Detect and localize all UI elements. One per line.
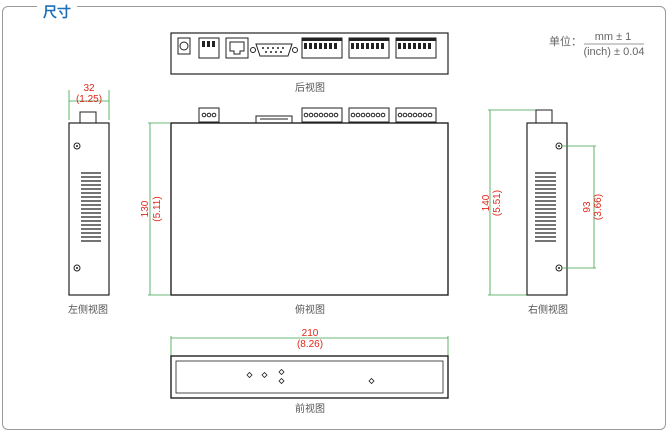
front-view: 210 (8.26) 前视图 [170,328,449,415]
left-side-view: 32 (1.25) 左侧视图 [68,83,110,316]
right-vent-slots [535,172,556,242]
top-view: 130 (5.11) 俯视图 [140,107,449,316]
led-1 [246,371,253,379]
left-view-label: 左侧视图 [68,303,108,316]
left-width-in: (1.25) [76,94,102,105]
top-view-label: 俯视图 [295,303,325,316]
led-2 [261,371,268,379]
rear-view: 后视图 [170,32,449,94]
right-height-in: (5.51) [492,190,503,216]
unit-mm: mm ± 1 [595,31,632,43]
right-side-view: 140 (5.51) 93 (3.66) 右侧视图 [481,109,604,316]
power-jack-hole [179,41,189,51]
right-height-mm: 140 [481,194,492,211]
unit-legend: 单位： mm ± 1 (inch) ± 0.04 [549,31,645,58]
top-terminal-block-3 [395,107,437,123]
right-hole-mm: 93 [582,201,593,213]
rear-view-label: 后视图 [295,81,325,94]
right-side-connector [535,109,553,124]
rear-terminal-block-3 [395,37,437,59]
power-jack [177,37,191,55]
rear-terminal-block-1 [301,37,343,59]
diagram-title: 尺寸 [37,5,77,21]
top-terminal-small [198,107,220,123]
db9-port [255,43,293,57]
front-leds [246,368,375,385]
diagram-frame: 尺寸 [2,5,666,430]
led-4 [278,377,285,385]
right-view-label: 右侧视图 [528,303,568,316]
left-width-mm: 32 [83,83,95,94]
top-view-body [170,122,449,296]
top-terminal-block-1 [301,107,343,123]
left-vent-slots [81,172,101,242]
led-3 [278,368,285,376]
left-side-connector [79,111,97,124]
front-width-mm: 210 [302,328,319,339]
ethernet-port [225,37,249,59]
led-5 [368,377,375,385]
unit-inch: (inch) ± 0.04 [583,46,644,58]
unit-label: 单位： [549,34,582,48]
top-height-in: (5.11) [152,196,163,221]
rear-terminal-block-2 [348,37,390,59]
top-height-mm: 130 [140,200,151,217]
front-panel [175,360,444,394]
front-view-label: 前视图 [295,402,325,415]
right-hole-in: (3.66) [593,194,604,220]
ethernet-port-socket [229,41,245,55]
front-width-in: (8.26) [297,339,323,350]
top-terminal-block-2 [348,107,390,123]
